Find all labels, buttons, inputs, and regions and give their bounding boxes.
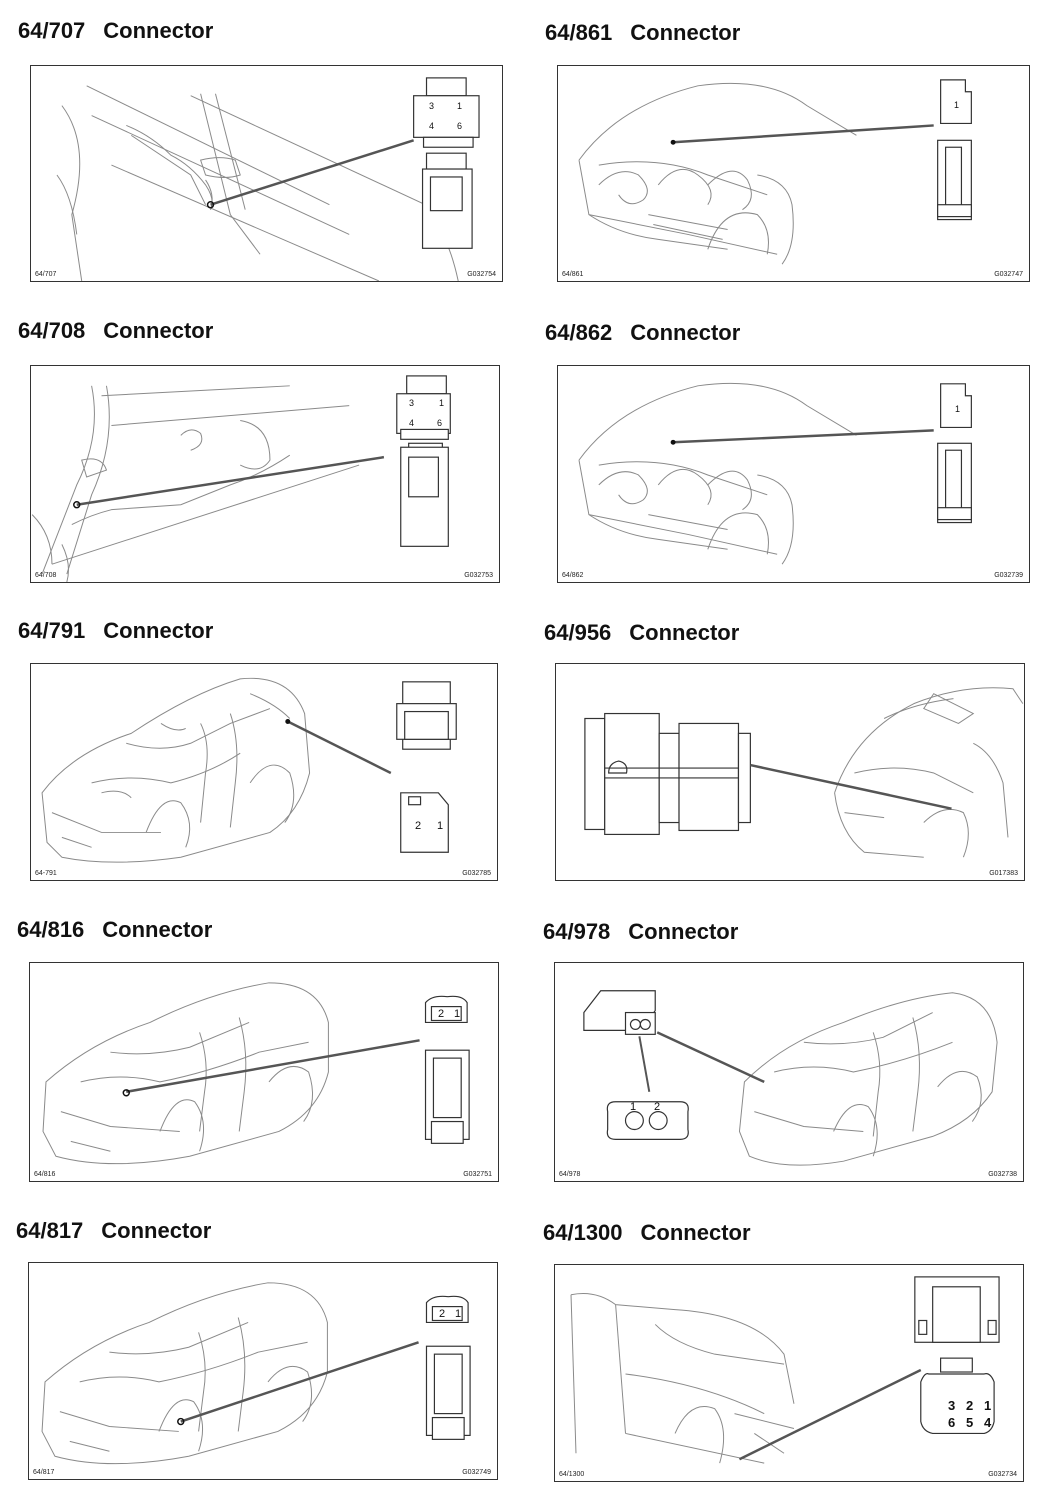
car-front-sketch bbox=[578, 79, 972, 265]
figure-caption-left: 64/861 bbox=[562, 271, 584, 278]
car-side-sketch bbox=[42, 982, 470, 1165]
car-front-sketch bbox=[578, 382, 972, 565]
pin-label: 1 bbox=[954, 100, 960, 110]
figure-caption-right: G032747 bbox=[994, 271, 1023, 278]
pin-label: 1 bbox=[455, 1308, 462, 1320]
pin-label: 4 bbox=[429, 121, 435, 131]
figure-caption-left: 64/978 bbox=[559, 1171, 581, 1178]
figure-caption-left: 64/816 bbox=[34, 1171, 56, 1178]
pin-label: 2 bbox=[966, 1398, 974, 1413]
panel-title-64-708: 64/708 Connector bbox=[18, 318, 213, 344]
connector-code: 64/1300 bbox=[543, 1220, 623, 1245]
pin-label: 4 bbox=[409, 418, 415, 428]
figure-caption-left: 64-791 bbox=[35, 870, 57, 877]
car-door-sketch bbox=[56, 77, 480, 281]
pin-label: 3 bbox=[429, 101, 435, 111]
connector-and-car-rear-sketch bbox=[584, 687, 1024, 858]
figure-caption-left: 64/862 bbox=[562, 572, 584, 579]
pin-label: 6 bbox=[948, 1415, 956, 1430]
diagram-64-978: 1 2 64/978 G032738 bbox=[554, 962, 1024, 1182]
figure-caption-left: 64/707 bbox=[35, 271, 57, 278]
connector-and-car-sketch bbox=[583, 990, 998, 1166]
connector-label: Connector bbox=[103, 18, 214, 43]
connector-label: Connector bbox=[630, 320, 741, 345]
car-front-sketch bbox=[570, 1276, 1000, 1464]
pin-label: 4 bbox=[984, 1415, 992, 1430]
pin-label: 2 bbox=[654, 1101, 661, 1113]
connector-code: 64/707 bbox=[18, 18, 86, 43]
car-side-sketch bbox=[41, 677, 457, 863]
pin-label: 3 bbox=[948, 1398, 956, 1413]
connector-code: 64/956 bbox=[544, 620, 612, 645]
panel-title-64-1300: 64/1300 Connector bbox=[543, 1220, 751, 1246]
pin-label: 5 bbox=[966, 1415, 974, 1430]
car-door-sketch bbox=[31, 375, 451, 582]
pin-label: 2 bbox=[438, 1008, 445, 1020]
diagram-64-791: 2 1 64-791 G032785 bbox=[30, 663, 498, 881]
figure-caption-left: 64/817 bbox=[33, 1469, 55, 1476]
pin-label: 2 bbox=[415, 820, 422, 832]
pin-label: 1 bbox=[457, 101, 463, 111]
pin-label: 2 bbox=[439, 1308, 446, 1320]
pin-label: 1 bbox=[630, 1101, 637, 1113]
figure-caption-right: G032753 bbox=[464, 572, 493, 579]
connector-label: Connector bbox=[628, 919, 739, 944]
pin-label: 6 bbox=[457, 121, 463, 131]
panel-title-64-707: 64/707 Connector bbox=[18, 18, 213, 44]
diagram-64-862: 1 64/862 G032739 bbox=[557, 365, 1030, 583]
connector-label: Connector bbox=[629, 620, 740, 645]
pin-label: 6 bbox=[437, 418, 443, 428]
connector-label: Connector bbox=[102, 917, 213, 942]
connector-label: Connector bbox=[640, 1220, 751, 1245]
figure-caption-right: G017383 bbox=[989, 870, 1018, 877]
diagram-64-817: 2 1 64/817 G032749 bbox=[28, 1262, 498, 1480]
panel-title-64-956: 64/956 Connector bbox=[544, 620, 739, 646]
diagram-64-956: G017383 bbox=[555, 663, 1025, 881]
panel-title-64-791: 64/791 Connector bbox=[18, 618, 213, 644]
connector-code: 64/708 bbox=[18, 318, 86, 343]
connector-label: Connector bbox=[630, 20, 741, 45]
panel-title-64-862: 64/862 Connector bbox=[545, 320, 740, 346]
figure-caption-right: G032739 bbox=[994, 572, 1023, 579]
figure-caption-right: G032785 bbox=[462, 870, 491, 877]
connector-code: 64/816 bbox=[17, 917, 85, 942]
figure-caption-right: G032734 bbox=[988, 1471, 1017, 1478]
pin-label: 1 bbox=[955, 404, 961, 414]
car-side-sketch bbox=[41, 1282, 471, 1465]
panel-title-64-861: 64/861 Connector bbox=[545, 20, 740, 46]
figure-caption-left: 64/708 bbox=[35, 572, 57, 579]
connector-code: 64/817 bbox=[16, 1218, 84, 1243]
connector-code: 64/861 bbox=[545, 20, 613, 45]
panel-title-64-817: 64/817 Connector bbox=[16, 1218, 211, 1244]
figure-caption-right: G032754 bbox=[467, 271, 496, 278]
pin-label: 1 bbox=[439, 398, 445, 408]
panel-title-64-978: 64/978 Connector bbox=[543, 919, 738, 945]
figure-caption-left: 64/1300 bbox=[559, 1471, 585, 1478]
diagram-64-816: 2 1 64/816 G032751 bbox=[29, 962, 499, 1182]
connector-label: Connector bbox=[103, 318, 214, 343]
figure-caption-right: G032751 bbox=[463, 1171, 492, 1178]
connector-code: 64/862 bbox=[545, 320, 613, 345]
connector-code: 64/791 bbox=[18, 618, 86, 643]
pin-label: 1 bbox=[984, 1398, 992, 1413]
pin-label: 1 bbox=[454, 1008, 461, 1020]
diagram-64-861: 1 64/861 G032747 bbox=[557, 65, 1030, 282]
connector-label: Connector bbox=[103, 618, 214, 643]
diagram-64-708: 3 1 4 6 64/708 G032753 bbox=[30, 365, 500, 583]
diagram-64-707: 3 1 4 6 64/707 G032754 bbox=[30, 65, 503, 282]
connector-label: Connector bbox=[101, 1218, 212, 1243]
pin-label: 1 bbox=[437, 820, 444, 832]
figure-caption-right: G032749 bbox=[462, 1469, 491, 1476]
pin-label: 3 bbox=[409, 398, 415, 408]
diagram-64-1300: 3 2 1 6 5 4 64/1300 G032734 bbox=[554, 1264, 1024, 1482]
connector-code: 64/978 bbox=[543, 919, 611, 944]
panel-title-64-816: 64/816 Connector bbox=[17, 917, 212, 943]
figure-caption-right: G032738 bbox=[988, 1171, 1017, 1178]
